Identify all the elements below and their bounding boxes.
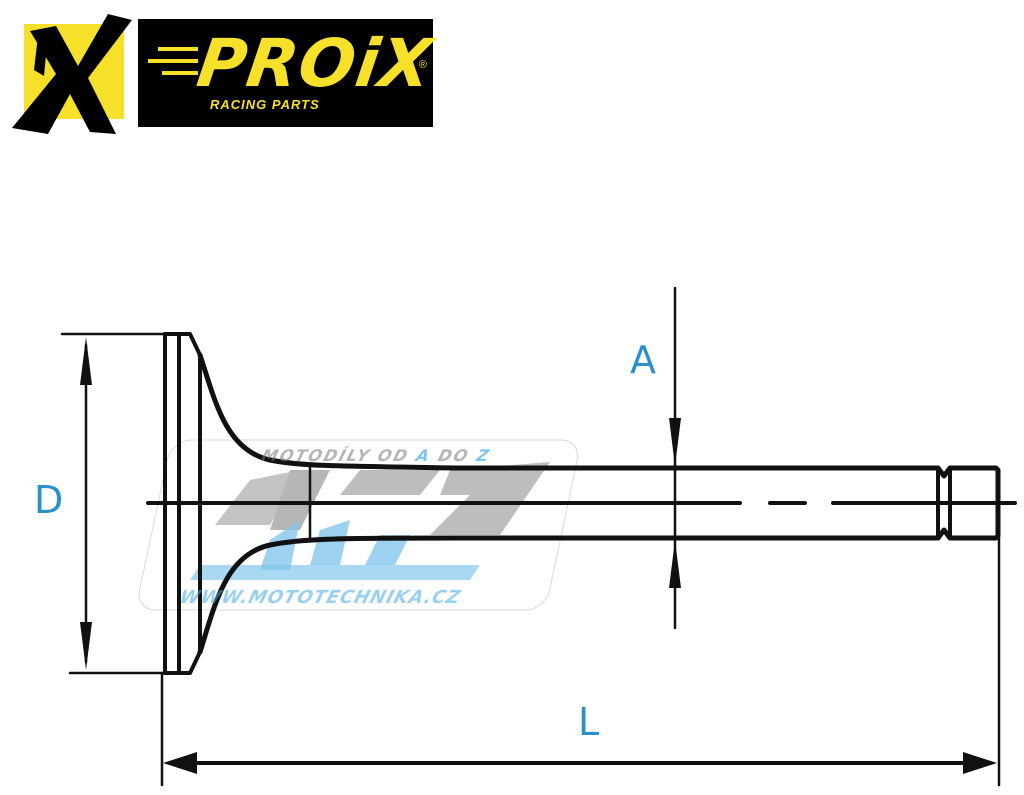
l-arrow-left-icon <box>163 752 197 774</box>
l-arrow-right-icon <box>963 752 997 774</box>
d-arrow-top-icon <box>80 337 92 385</box>
watermark-slogan: MOTODÍLY OD A DO Z <box>259 446 494 465</box>
a-arrow-up-icon <box>669 540 681 588</box>
dimension-label-d: D <box>34 478 64 522</box>
prox-brand-logo: PROiX ® RACING PARTS <box>138 19 437 127</box>
dimension-label-l: L <box>578 700 600 744</box>
watermark-url: WWW.MOTOTECHNIKA.CZ <box>177 587 464 608</box>
brand-tagline: RACING PARTS <box>210 97 320 112</box>
prox-x-logo-icon <box>8 6 134 136</box>
a-arrow-down-icon <box>669 418 681 466</box>
registered-mark: ® <box>418 59 427 71</box>
d-arrow-bottom-icon <box>80 622 92 670</box>
dimension-label-a: A <box>630 338 656 382</box>
